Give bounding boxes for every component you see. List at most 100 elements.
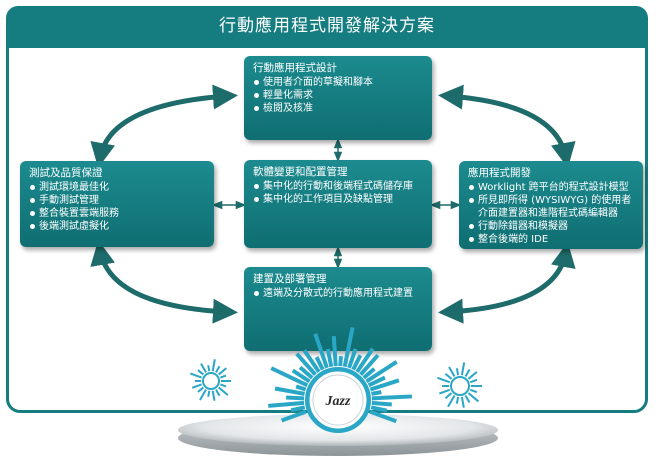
burst-ray [302,349,321,373]
burst-ray [197,369,204,376]
burst-ray [215,389,221,397]
burst-ray [295,352,317,376]
arrow-development-deployment [438,242,576,324]
burst-ray [351,354,363,371]
burst-ray [467,392,480,403]
testing-item: 手動測試管理 [29,194,206,207]
burst-ray [362,367,376,380]
burst-ray [365,360,398,384]
small-burst-icon [189,359,231,401]
burst-ray [189,372,202,379]
jazz-sunburst-icon [268,327,413,433]
burst-ray [370,405,388,413]
burst-ray [371,400,392,407]
burst-ray [447,395,456,408]
burst-ring [305,367,371,433]
deployment-title: 建置及部署管理 [253,273,327,285]
development-title: 應用程式開發 [468,167,531,179]
burst-ray [197,386,204,393]
design-item: 輕量化需求 [253,89,424,102]
config-item: 集中化的行動和後端程式碼儲存庫 [253,180,424,193]
burst-ring [202,372,220,390]
burst-ray [437,376,451,384]
config-title: 軟體變更和配置管理 [253,166,348,178]
burst-ray [464,369,471,377]
burst-ray [211,359,216,372]
burst-ray [371,390,382,396]
burst-ray [199,389,207,401]
arrow-design-development [438,84,576,168]
burst-ray [280,409,307,423]
burst-ray [220,374,227,379]
burst-ray [444,392,453,399]
development-box: 應用程式開發 Worklight 跨平台的程式設計模型 所見即所得 (WYSIW… [459,161,643,249]
config-item: 集中化的工作項目及缺點管理 [253,193,424,206]
burst-ray [218,367,227,376]
burst-ray [469,388,478,394]
deployment-item: 遠端及分散式的行動應用程式建置 [253,287,424,300]
development-item: 整合後端的 IDE [468,233,635,246]
development-item: 所見即所得 (WYSIWYG) 的使用者介面建置器和進階程式碼編輯器 [468,194,635,220]
burst-ray [215,365,221,373]
burst-ray [359,353,380,376]
burst-ray [438,388,451,395]
deployment-box: 建置及部署管理 遠端及分散式的行動應用程式建置 [244,267,432,351]
burst-ray [371,394,413,401]
burst-ray [467,371,478,380]
burst-ray [268,400,305,408]
burst-ray [331,336,338,367]
testing-item: 整合裝置雲端服務 [29,207,206,220]
config-box: 軟體變更和配置管理 集中化的行動和後端程式碼儲存庫 集中化的工作項目及缺點管理 [244,160,432,248]
burst-ray [207,390,211,397]
diagram-title: 行動應用程式開發解決方案 [6,6,648,48]
burst-ray [448,366,456,377]
burst-ray [338,355,343,367]
jazz-logo-text: Jazz [325,394,351,409]
development-item: Worklight 跨平台的程式設計模型 [468,181,635,194]
arrow-design-testing [90,84,238,168]
burst-ray [325,348,334,368]
burst-ray [460,396,465,408]
burst-ray [369,378,400,392]
burst-ray [298,365,314,380]
burst-ray [469,378,478,384]
burst-ray [285,395,305,401]
burst-ray [211,390,216,401]
burst-ray [314,356,325,371]
burst-ray [444,373,453,380]
burst-ray [464,395,471,403]
burst-ray [220,383,227,388]
burst-ray [290,405,306,413]
burst-ray [369,409,397,424]
burst-ray [207,365,211,372]
burst-ray [367,375,386,388]
burst-ray [460,362,466,376]
burst-ray [295,384,307,392]
burst-ray [355,347,375,373]
burst-ray [313,333,329,369]
burst-ray [291,368,311,384]
burst-ray [342,327,355,368]
burst-ray [200,363,207,373]
burst-ray [455,396,460,404]
testing-item: 測試環境最佳化 [29,181,206,194]
testing-item: 後端測試虛擬化 [29,220,206,233]
burst-ray [347,348,358,369]
arrow-testing-deployment [90,240,238,324]
burst-ray [191,383,202,389]
burst-ray [218,386,229,396]
design-item: 使用者介面的草擬和腳本 [253,76,424,89]
burst-ray [274,386,305,396]
small-burst-icon [437,362,482,408]
burst-ring [450,376,470,396]
burst-ray [455,368,460,376]
testing-title: 測試及品質保證 [29,167,103,179]
design-box: 行動應用程式設計 使用者介面的草擬和腳本 輕量化需求 檢閱及核准 [244,56,432,140]
design-title: 行動應用程式設計 [253,62,337,74]
development-item: 行動除錯器和模擬器 [468,220,635,233]
design-item: 檢閱及核准 [253,102,424,115]
burst-ray [270,366,309,388]
testing-box: 測試及品質保證 測試環境最佳化 手動測試管理 整合裝置雲端服務 後端測試虛擬化 [20,161,214,247]
